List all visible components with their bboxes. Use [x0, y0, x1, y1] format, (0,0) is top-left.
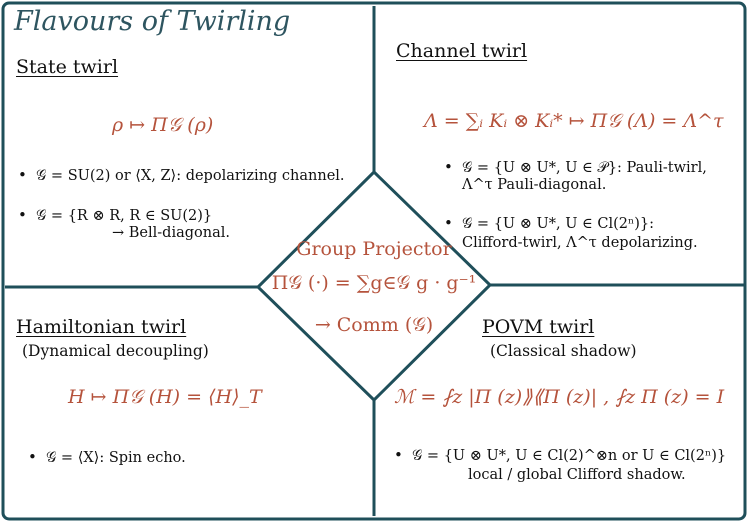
- channel-bullet-2-cont: Clifford-twirl, Λ^τ depolarizing.: [462, 235, 698, 251]
- channel-bullet-2: •𝒢 = {U ⊗ U*, U ∈ Cl(2ⁿ)}:: [444, 214, 655, 232]
- hamiltonian-twirl-equation: H ↦ Π𝒢 (H) = ⟨H⟩_T: [68, 386, 262, 408]
- hamiltonian-twirl-subheading: (Dynamical decoupling): [22, 342, 209, 360]
- state-twirl-equation: ρ ↦ Π𝒢 (ρ): [112, 114, 214, 136]
- channel-twirl-equation: Λ = ∑ᵢ Kᵢ ⊗ Kᵢ* ↦ Π𝒢 (Λ) = Λ^τ: [424, 110, 724, 132]
- state-bullet-1: •𝒢 = SU(2) or ⟨X, Z⟩: depolarizing chann…: [18, 166, 345, 184]
- channel-bullet-1-cont: Λ^τ Pauli-diagonal.: [462, 177, 607, 193]
- hamiltonian-bullet-1: •𝒢 = ⟨X⟩: Spin echo.: [28, 448, 186, 466]
- center-projector-formula: Π𝒢 (·) = ∑g∈𝒢 g · g⁻¹: [271, 272, 477, 294]
- povm-bullet-1: •𝒢 = {U ⊗ U*, U ∈ Cl(2)^⊗n or U ∈ Cl(2ⁿ)…: [394, 446, 727, 464]
- channel-twirl-heading: Channel twirl: [396, 40, 528, 62]
- state-bullet-2-cont: → Bell-diagonal.: [112, 225, 230, 241]
- page-title: Flavours of Twirling: [14, 6, 291, 37]
- center-diamond: [255, 169, 493, 403]
- hamiltonian-twirl-heading: Hamiltonian twirl: [16, 316, 187, 338]
- povm-bullet-1-cont: local / global Clifford shadow.: [468, 467, 686, 483]
- state-bullet-2: •𝒢 = {R ⊗ R, R ∈ SU(2)}: [18, 206, 213, 224]
- povm-twirl-heading: POVM twirl: [482, 316, 595, 338]
- state-twirl-heading: State twirl: [16, 56, 119, 78]
- channel-bullet-1: •𝒢 = {U ⊗ U*, U ∈ 𝒫}: Pauli-twirl,: [444, 158, 707, 176]
- center-commutant: → Comm (𝒢): [314, 314, 434, 336]
- povm-twirl-equation: ℳ = ⨏z |Π (z)⟫⟪Π (z)| , ⨏z Π (z) = I: [394, 386, 725, 408]
- center-title: Group Projector: [296, 238, 452, 260]
- povm-twirl-subheading: (Classical shadow): [490, 342, 637, 360]
